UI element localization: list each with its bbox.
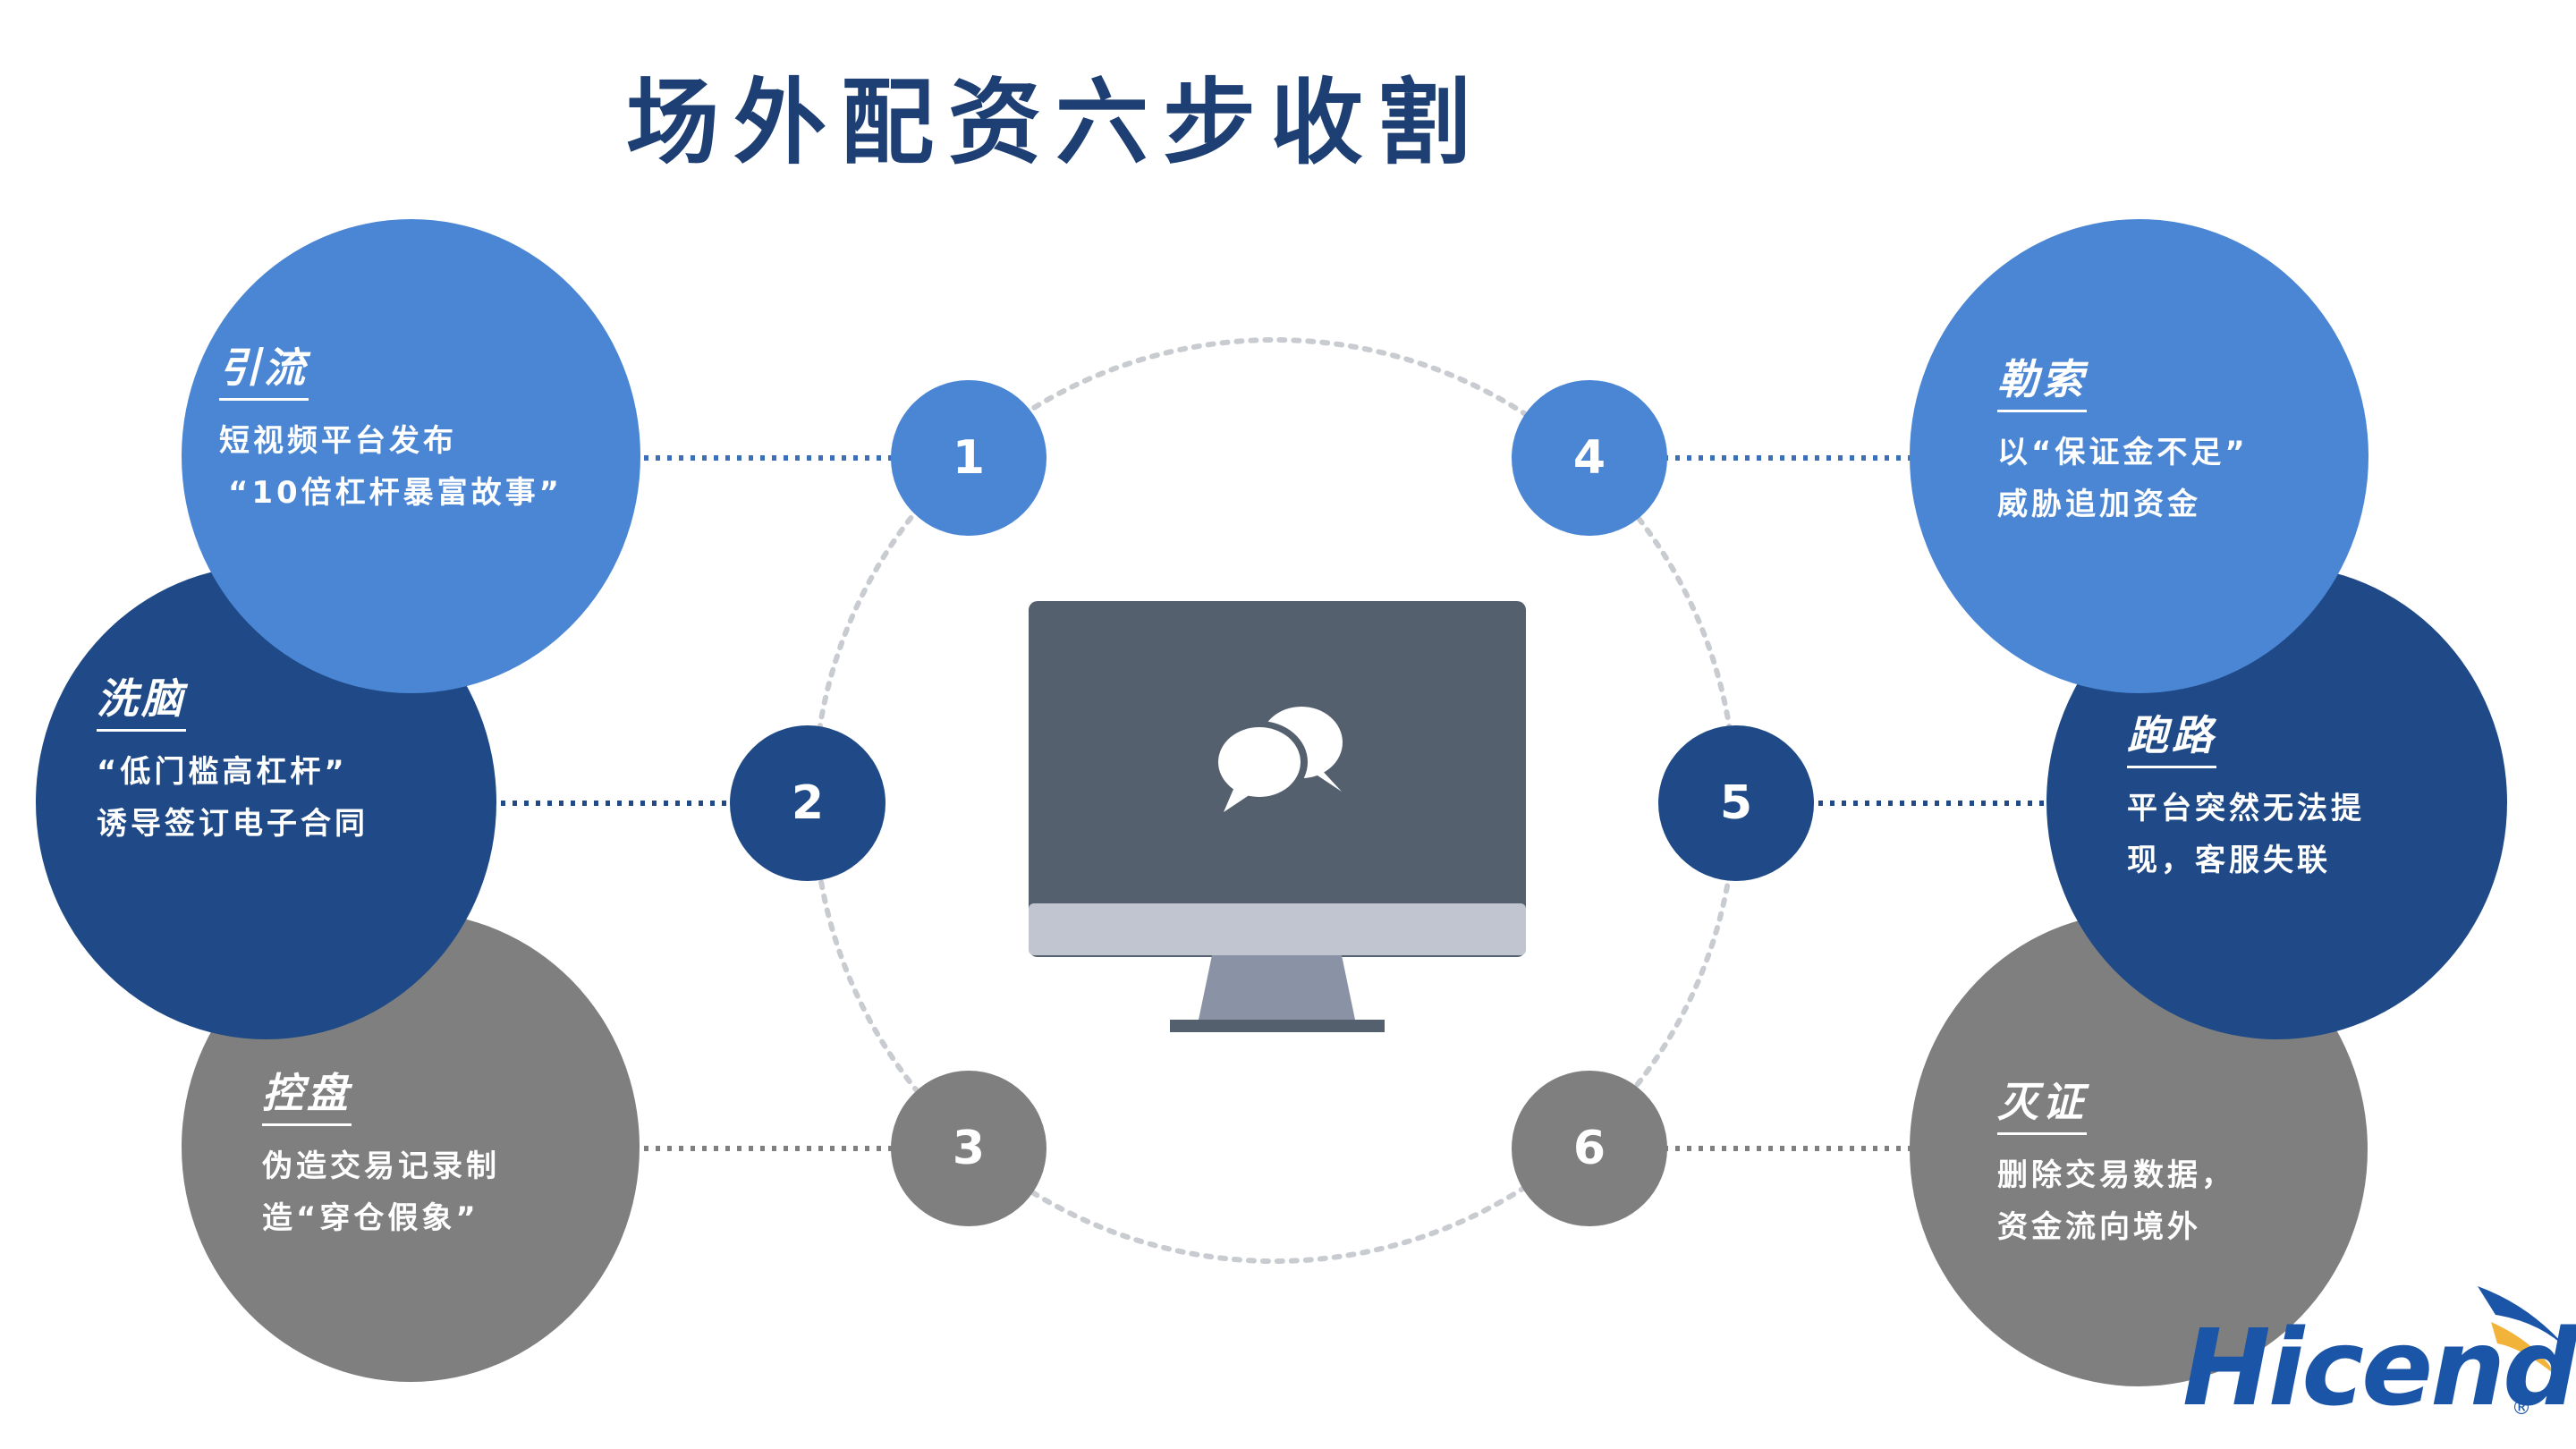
step-4-bubble: [1910, 219, 2368, 693]
step-3-line-1: 伪造交易记录制: [262, 1148, 500, 1184]
monitor-icon: [1029, 601, 1526, 1032]
step-4-line-1: 以“保证金不足”: [1997, 435, 2249, 470]
step-6-label: 灭证 删除交易数据， 资金流向境外: [1997, 1070, 2235, 1253]
logo-swoosh-icon: [2478, 1286, 2569, 1377]
step-1-line-1: 短视频平台发布: [219, 423, 457, 459]
step-6-line-2: 资金流向境外: [1997, 1209, 2201, 1245]
step-1-number[interactable]: 1: [891, 380, 1046, 536]
step-4-line-2: 威胁追加资金: [1997, 487, 2201, 522]
step-5-line-1: 平台突然无法提: [2127, 791, 2365, 826]
step-2-line-2: 诱导签订电子合同: [97, 806, 369, 842]
step-5-label: 跑路 平台突然无法提 现，客服失联: [2127, 703, 2365, 886]
step-1-bubble: [182, 219, 640, 693]
step-4-heading: 勒索: [1997, 347, 2087, 412]
step-3-line-2: 造“穿仓假象”: [262, 1200, 479, 1236]
step-4-number[interactable]: 4: [1512, 380, 1667, 536]
step-1-heading: 引流: [219, 335, 309, 401]
step-6-heading: 灭证: [1997, 1070, 2087, 1135]
step-5-number[interactable]: 5: [1658, 725, 1814, 881]
page-title: 场外配资六步收割: [626, 68, 1486, 177]
chat-bubbles-icon: [1211, 707, 1343, 812]
step-2-number[interactable]: 2: [730, 725, 886, 881]
step-5-line-2: 现，客服失联: [2127, 843, 2331, 878]
step-3-label: 控盘 伪造交易记录制 造“穿仓假象”: [262, 1061, 500, 1244]
step-3-heading: 控盘: [262, 1061, 352, 1126]
step-5-heading: 跑路: [2127, 703, 2216, 768]
step-1-line-2: “10倍杠杆暴富故事”: [228, 475, 564, 511]
step-1-label: 引流 短视频平台发布 “10倍杠杆暴富故事”: [219, 335, 563, 519]
step-3-number[interactable]: 3: [891, 1071, 1046, 1226]
step-2-label: 洗脑 “低门槛高杠杆” 诱导签订电子合同: [97, 666, 369, 850]
registered-mark: ®: [2512, 1397, 2531, 1419]
step-2-line-1: “低门槛高杠杆”: [97, 754, 348, 790]
step-4-label: 勒索 以“保证金不足” 威胁追加资金: [1997, 347, 2249, 530]
step-6-number[interactable]: 6: [1512, 1071, 1667, 1226]
step-2-heading: 洗脑: [97, 666, 186, 732]
brand-logo: Hicend: [2182, 1306, 2576, 1429]
step-6-line-1: 删除交易数据，: [1997, 1157, 2235, 1193]
